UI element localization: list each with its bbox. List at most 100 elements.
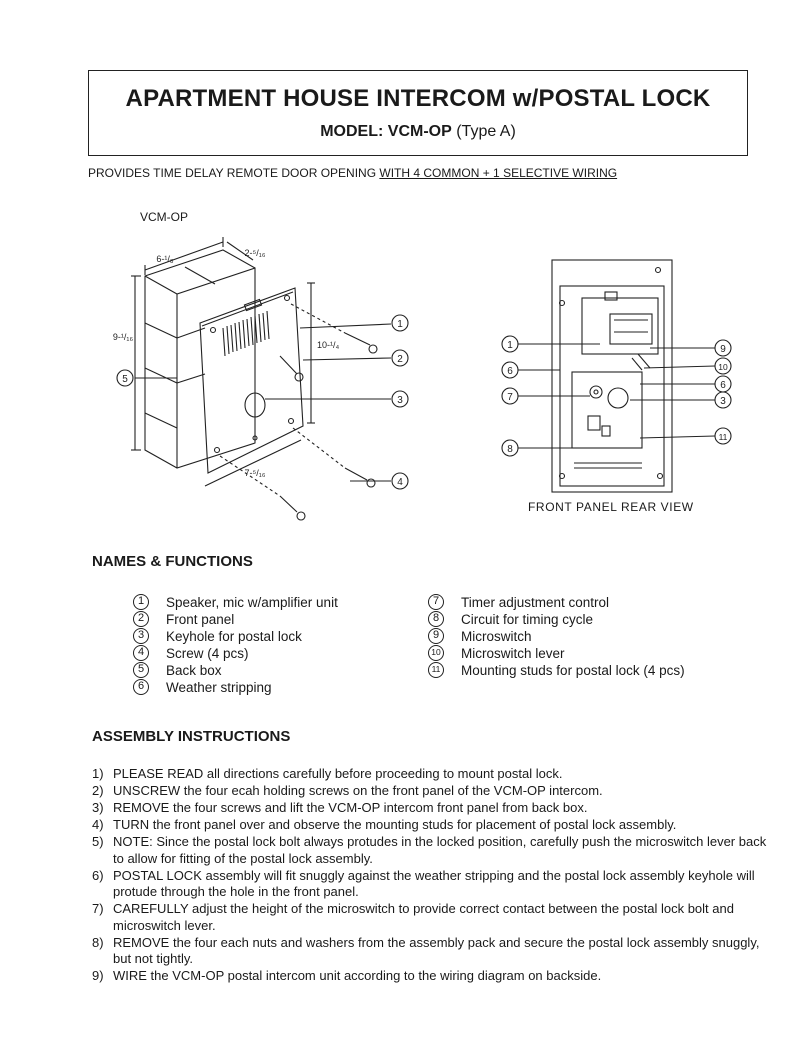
dim-depth: 2-⁵/₁₆	[245, 248, 266, 258]
model-type: (Type A)	[456, 123, 516, 140]
callout-8-right: 8	[507, 444, 513, 455]
step-item: 7) CAREFULLY adjust the height of the mic…	[92, 901, 772, 934]
item-number: 4	[133, 645, 149, 661]
step-number: 1)	[92, 766, 104, 781]
step-number: 4)	[92, 817, 104, 832]
model-value: VCM-OP	[387, 123, 452, 140]
item-text: Timer adjustment control	[461, 595, 610, 610]
step-text: POSTAL LOCK assembly will fit snuggly ag…	[113, 867, 755, 900]
dim-width: 6-¹/₈	[156, 254, 174, 264]
list-item: 3 Keyhole for postal lock	[133, 628, 338, 645]
step-text: TURN the front panel over and observe th…	[113, 817, 677, 832]
list-item: 4 Screw (4 pcs)	[133, 645, 338, 662]
item-number: 5	[133, 662, 149, 678]
item-text: Mounting studs for postal lock (4 pcs)	[461, 663, 685, 678]
provides-underlined: WITH 4 COMMON + 1 SELECTIVE WIRING	[379, 166, 618, 180]
item-number: 11	[428, 662, 444, 678]
exploded-view-diagram: 1 2 3 4 5 6-¹/₈ 2-⁵/₁₆ 9-¹/₁₆ 10-¹/₄ 7-⁵…	[113, 237, 409, 521]
item-text: Weather stripping	[166, 680, 272, 695]
callout-6b-right: 6	[720, 380, 726, 391]
screw-bottom	[219, 455, 306, 521]
provides-line: PROVIDES TIME DELAY REMOTE DOOR OPENING …	[88, 166, 617, 180]
dim-panel-width: 7-⁵/₁₆	[245, 468, 266, 478]
speaker-grille	[222, 310, 270, 357]
item-number: 8	[428, 611, 444, 627]
item-text: Screw (4 pcs)	[166, 646, 249, 661]
step-text: REMOVE the four screws and lift the VCM-…	[113, 800, 588, 815]
list-item: 6 Weather stripping	[133, 679, 338, 696]
page-title: APARTMENT HOUSE INTERCOM w/POSTAL LOCK	[125, 85, 711, 112]
list-item: 9 Microswitch	[428, 628, 685, 645]
step-item: 5)NOTE: Since the postal lock bolt alway…	[92, 834, 772, 867]
diagram-left-label: VCM-OP	[140, 210, 188, 224]
model-line: MODEL: VCM-OP (Type A)	[89, 123, 747, 141]
item-number: 9	[428, 628, 444, 644]
item-number: 3	[133, 628, 149, 644]
step-item: 2) UNSCREW the four ecah holding screws o…	[92, 783, 772, 800]
step-number: 3)	[92, 800, 104, 815]
names-functions-heading: NAMES & FUNCTIONS	[92, 553, 253, 570]
item-text: Microswitch lever	[461, 646, 565, 661]
provides-prefix: PROVIDES TIME DELAY REMOTE DOOR OPENING	[88, 166, 380, 180]
assembly-heading: ASSEMBLY INSTRUCTIONS	[92, 728, 291, 745]
item-text: Back box	[166, 663, 222, 678]
callout-10-right: 10	[718, 362, 728, 372]
screw-top-right	[290, 303, 378, 354]
step-number: 8)	[92, 934, 104, 950]
step-text: PLEASE READ all directions carefully bef…	[113, 766, 563, 781]
step-item: 4) TURN the front panel over and observe …	[92, 817, 772, 834]
list-item: 8 Circuit for timing cycle	[428, 611, 685, 628]
item-text: Keyhole for postal lock	[166, 629, 302, 644]
step-text: CAREFULLY adjust the height of the micro…	[113, 901, 734, 933]
callout-11-right: 11	[719, 432, 728, 442]
screw-mid	[279, 355, 304, 382]
rear-view-caption: FRONT PANEL REAR VIEW	[528, 500, 694, 514]
step-number: 6)	[92, 867, 104, 883]
rear-view-diagram: 1 6 7 8 9 10 6 3 11	[501, 259, 732, 493]
step-number: 7)	[92, 901, 104, 916]
item-text: Circuit for timing cycle	[461, 612, 594, 627]
step-item: 8) REMOVE the four each nuts and washers …	[92, 935, 772, 968]
callout-3-right: 3	[720, 396, 726, 407]
step-item: 6) POSTAL LOCK assembly will fit snuggly …	[92, 868, 772, 901]
step-item: 3) REMOVE the four screws and lift the VC…	[92, 800, 772, 817]
callout-6-right: 6	[507, 366, 513, 377]
callout-9-right: 9	[720, 344, 726, 355]
item-text: Microswitch	[461, 629, 532, 644]
step-number: 5)	[92, 834, 104, 849]
step-item: 1) PLEASE READ all directions carefully b…	[92, 766, 772, 783]
item-number: 2	[133, 611, 149, 627]
step-text: REMOVE the four each nuts and washers fr…	[113, 934, 760, 967]
back-box-outline	[144, 249, 256, 469]
keyhole	[244, 392, 266, 418]
title-box: APARTMENT HOUSE INTERCOM w/POSTAL LOCK M…	[88, 70, 748, 156]
dim-panel-height: 10-¹/₄	[317, 340, 340, 350]
callout-1-right: 1	[507, 340, 513, 351]
lock-assembly	[571, 371, 643, 449]
item-number: 10	[428, 645, 444, 661]
item-number: 6	[133, 679, 149, 695]
step-text: UNSCREW the four ecah holding screws on …	[113, 783, 603, 798]
callout-4-left: 4	[397, 477, 403, 488]
speaker-unit-box	[581, 297, 659, 355]
callout-5-left: 5	[122, 374, 128, 385]
list-item: 7 Timer adjustment control	[428, 594, 685, 611]
list-item: 5 Back box	[133, 662, 338, 679]
list-item: 11 Mounting studs for postal lock (4 pcs)	[428, 662, 685, 679]
step-number: 2)	[92, 783, 104, 798]
dim-height: 9-¹/₁₆	[113, 332, 134, 342]
item-text: Speaker, mic w/amplifier unit	[166, 595, 338, 610]
front-panel-outline	[199, 287, 304, 474]
item-number: 7	[428, 594, 444, 610]
item-text: Front panel	[166, 612, 235, 627]
step-text: WIRE the VCM-OP postal intercom unit acc…	[113, 968, 602, 983]
assembly-steps: 1) PLEASE READ all directions carefully b…	[92, 766, 772, 985]
model-label: MODEL:	[320, 123, 384, 140]
list-item: 2 Front panel	[133, 611, 338, 628]
names-list-right: 7 Timer adjustment control 8 Circuit for t…	[428, 594, 685, 679]
step-item: 9) WIRE the VCM-OP postal intercom unit a…	[92, 968, 772, 985]
step-number: 9)	[92, 968, 104, 983]
callout-7-right: 7	[507, 392, 513, 403]
